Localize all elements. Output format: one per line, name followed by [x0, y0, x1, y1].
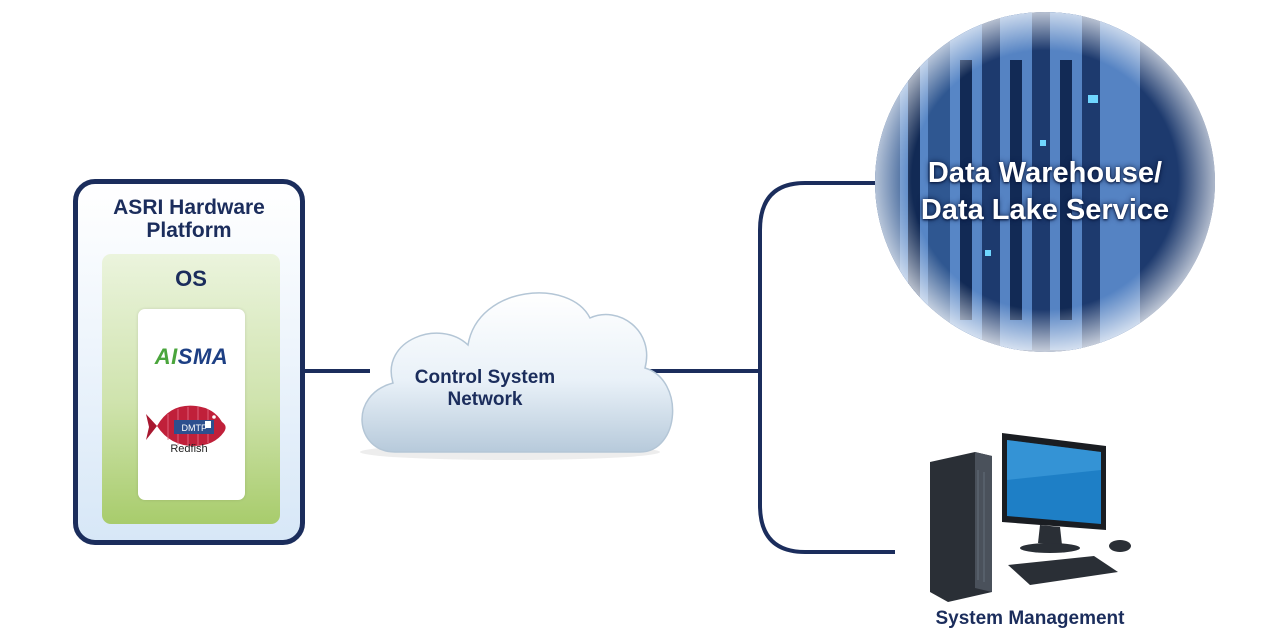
- network-label: Control System Network: [414, 367, 556, 410]
- system-management-label: System Management: [935, 608, 1125, 629]
- os-label: OS: [175, 266, 207, 291]
- pc-tower-icon: [930, 452, 992, 602]
- dmtf-wordmark: DMTF: [182, 423, 207, 433]
- aisma-logo-ai: AI: [154, 344, 178, 369]
- redfish-wordmark: Redfish: [170, 443, 208, 455]
- mouse-icon: [1109, 540, 1131, 552]
- data-warehouse-label: Data Warehouse/ Data Lake Service: [920, 157, 1170, 226]
- monitor-icon: [1002, 433, 1106, 553]
- aisma-logo: AISMA: [138, 344, 245, 370]
- management-software-card: [138, 309, 245, 500]
- platform-title: ASRI Hardware Platform: [113, 196, 265, 242]
- bus-line: [758, 181, 895, 554]
- keyboard-icon: [1008, 556, 1118, 585]
- redfish-fish-icon: DMTF: [146, 405, 226, 446]
- aisma-logo-sma: SMA: [177, 344, 229, 369]
